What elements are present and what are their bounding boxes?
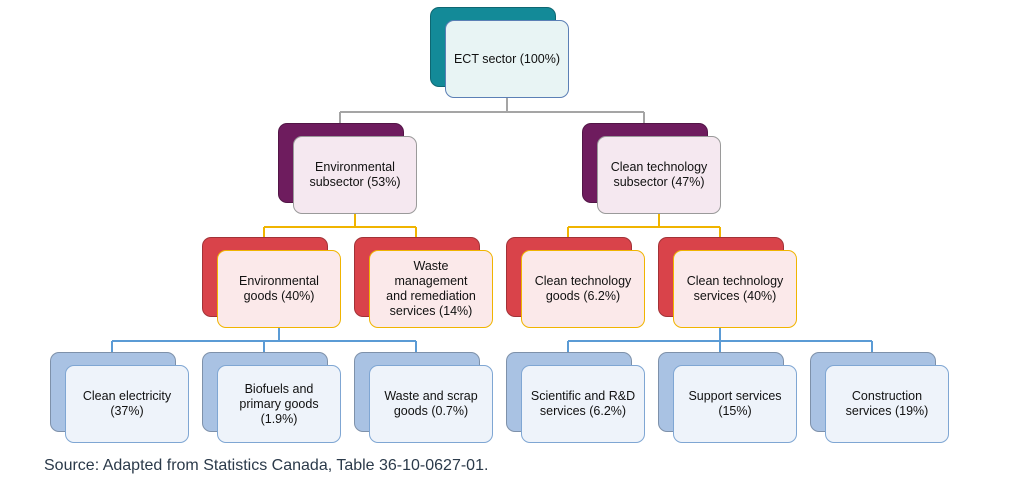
node-box: Environmental subsector (53%) <box>293 136 417 214</box>
node-box: Waste management and remediation service… <box>369 250 493 328</box>
node-label: Environmental subsector (53%) <box>309 160 401 189</box>
node-box: Clean technology subsector (47%) <box>597 136 721 214</box>
node-label: Clean technology goods (6.2%) <box>534 274 632 303</box>
node-box: Construction services (19%) <box>825 365 949 443</box>
node-box: Waste and scrap goods (0.7%) <box>369 365 493 443</box>
source-note: Source: Adapted from Statistics Canada, … <box>44 457 489 474</box>
connector-lines <box>111 98 873 352</box>
node-box: Support services (15%) <box>673 365 797 443</box>
org-chart: ECT sector (100%) Environmental subsecto… <box>50 7 949 443</box>
node-box: Biofuels and primary goods (1.9%) <box>217 365 341 443</box>
node-box: Clean technology goods (6.2%) <box>521 250 645 328</box>
node-label: Clean electricity (37%) <box>82 389 172 418</box>
node-label: Construction services (19%) <box>845 389 929 418</box>
node-box: Clean technology services (40%) <box>673 250 797 328</box>
node-box: Clean electricity (37%) <box>65 365 189 443</box>
node-label: Waste and scrap goods (0.7%) <box>384 389 478 418</box>
node-box: Environmental goods (40%) <box>217 250 341 328</box>
node-label: ECT sector (100%) <box>453 51 561 66</box>
node-label: Waste management and remediation service… <box>386 259 476 318</box>
node-label: Support services (15%) <box>688 389 782 418</box>
node-label: Scientific and R&D services (6.2%) <box>530 389 636 418</box>
node-label: Biofuels and primary goods (1.9%) <box>239 381 319 426</box>
node-box: ECT sector (100%) <box>445 20 569 98</box>
node-box: Scientific and R&D services (6.2%) <box>521 365 645 443</box>
node-label: Clean technology services (40%) <box>686 274 784 303</box>
node-label: Environmental goods (40%) <box>239 274 319 303</box>
node-label: Clean technology subsector (47%) <box>610 160 708 189</box>
